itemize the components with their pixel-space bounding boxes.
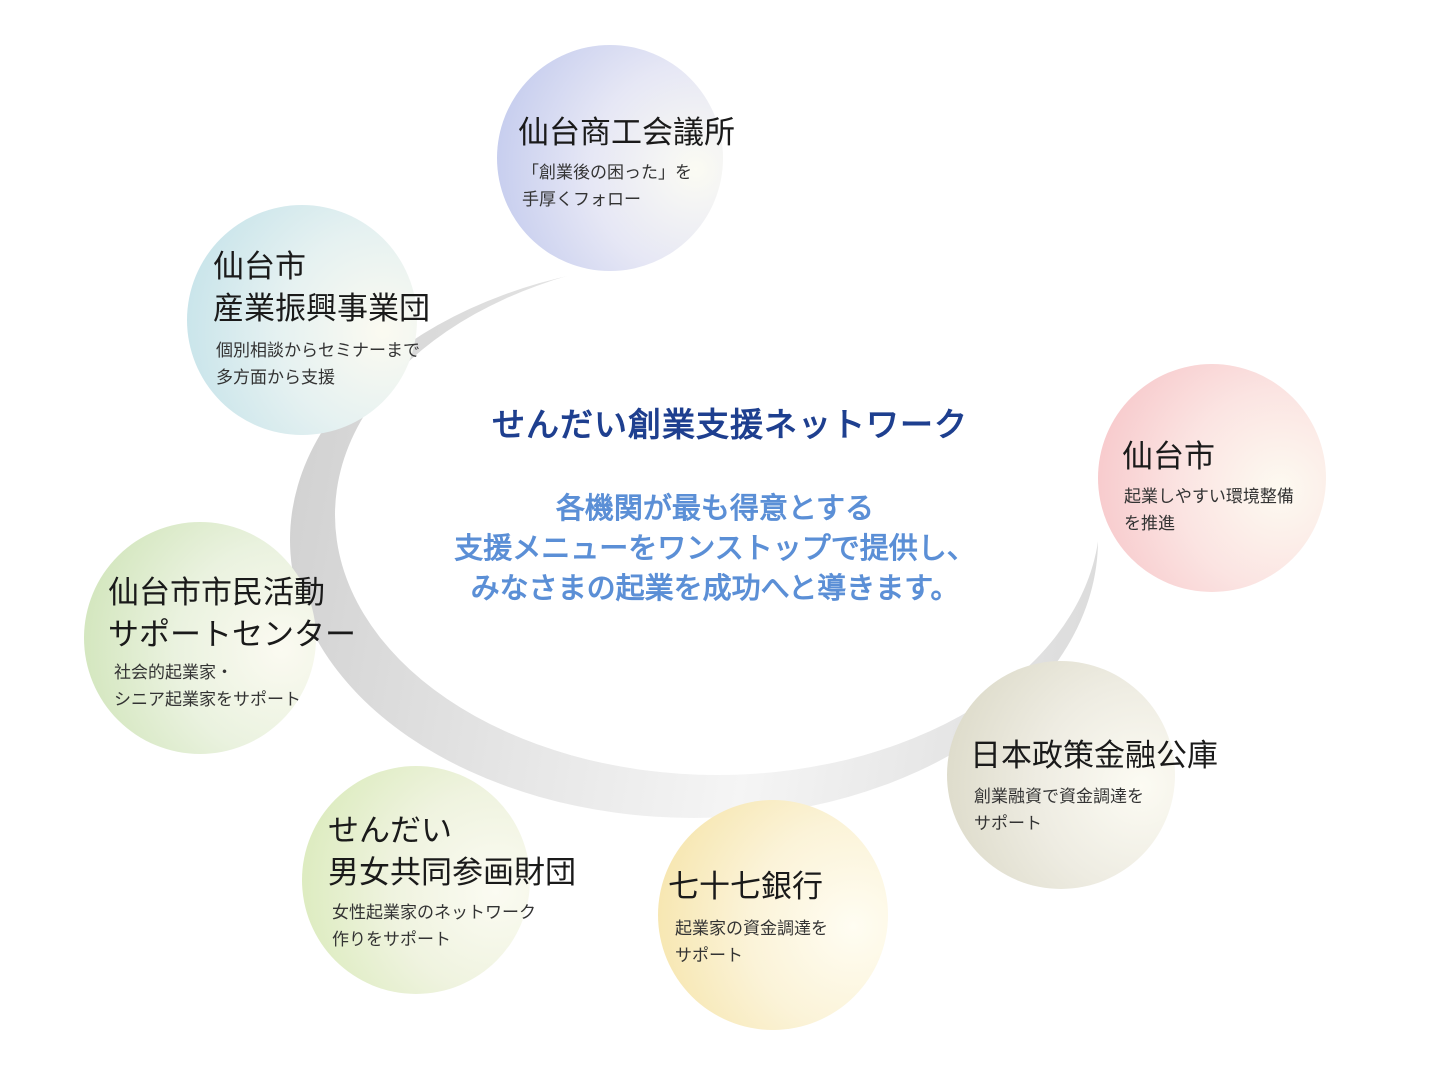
network-description: 各機関が最も得意とする 支援メニューをワンストップで提供し、 みなさまの起業を成…	[400, 488, 1030, 608]
org-desc-line: 女性起業家のネットワーク	[332, 903, 536, 923]
org-name-line: サポートセンター	[108, 617, 356, 653]
org-name-danjo: せんだい 男女共同参画財団	[328, 810, 576, 894]
org-desc-line: 手厚くフォロー	[522, 190, 641, 210]
org-desc-line: 起業家の資金調達を	[675, 919, 828, 939]
org-name-line: 日本政策金融公庫	[970, 738, 1218, 774]
org-desc-bank77: 起業家の資金調達を サポート	[675, 916, 828, 970]
org-name-line: 男女共同参画財団	[328, 855, 576, 891]
org-name-line: 仙台市	[1122, 439, 1215, 475]
org-desc-line: 作りをサポート	[332, 930, 451, 950]
org-name-line: 七十七銀行	[668, 869, 823, 905]
network-title: せんだい創業支援ネットワーク	[492, 405, 968, 444]
org-desc-jfc: 創業融資で資金調達を サポート	[974, 784, 1144, 838]
org-desc-line: シニア起業家をサポート	[114, 690, 301, 710]
org-name-city: 仙台市	[1122, 436, 1215, 478]
org-name-line: 仙台市	[213, 249, 306, 285]
org-desc-danjo: 女性起業家のネットワーク 作りをサポート	[332, 900, 536, 954]
org-circle-city	[1098, 364, 1326, 592]
org-desc-line: 起業しやすい環境整備	[1124, 487, 1294, 507]
org-circle-sangyo	[187, 205, 417, 435]
org-name-line: 仙台商工会議所	[518, 115, 735, 151]
org-name-line: 仙台市市民活動	[108, 575, 325, 611]
org-desc-line: 多方面から支援	[216, 368, 335, 388]
org-desc-shokokai: 「創業後の困った」を 手厚くフォロー	[522, 160, 692, 214]
org-desc-line: 「創業後の困った」を	[522, 163, 692, 183]
org-circle-shokokai	[497, 45, 723, 271]
org-circle-shimin	[84, 522, 316, 754]
org-name-line: せんだい	[328, 813, 452, 849]
org-desc-line: 個別相談からセミナーまで	[216, 341, 420, 361]
org-desc-line: 社会的起業家・	[114, 663, 233, 683]
org-circle-jfc	[947, 661, 1175, 889]
org-circle-danjo	[302, 766, 530, 994]
center-ellipse	[335, 255, 1100, 775]
org-name-line: 産業振興事業団	[213, 291, 430, 327]
org-desc-line: サポート	[675, 946, 743, 966]
org-desc-sangyo: 個別相談からセミナーまで 多方面から支援	[216, 338, 420, 392]
org-name-bank77: 七十七銀行	[668, 866, 823, 908]
description-line: 各機関が最も得意とする	[555, 491, 875, 525]
org-desc-line: 創業融資で資金調達を	[974, 787, 1144, 807]
description-line: みなさまの起業を成功へと導きます。	[470, 571, 960, 605]
org-name-shokokai: 仙台商工会議所	[518, 112, 735, 154]
org-desc-shimin: 社会的起業家・ シニア起業家をサポート	[114, 660, 301, 714]
org-name-sangyo: 仙台市 産業振興事業団	[213, 246, 430, 330]
org-desc-line: サポート	[974, 814, 1042, 834]
description-line: 支援メニューをワンストップで提供し、	[454, 531, 976, 565]
org-circle-bank77	[658, 800, 888, 1030]
org-name-jfc: 日本政策金融公庫	[970, 735, 1218, 777]
org-desc-line: を推進	[1124, 514, 1175, 534]
org-name-shimin: 仙台市市民活動 サポートセンター	[108, 572, 356, 656]
org-desc-city: 起業しやすい環境整備 を推進	[1124, 484, 1294, 538]
